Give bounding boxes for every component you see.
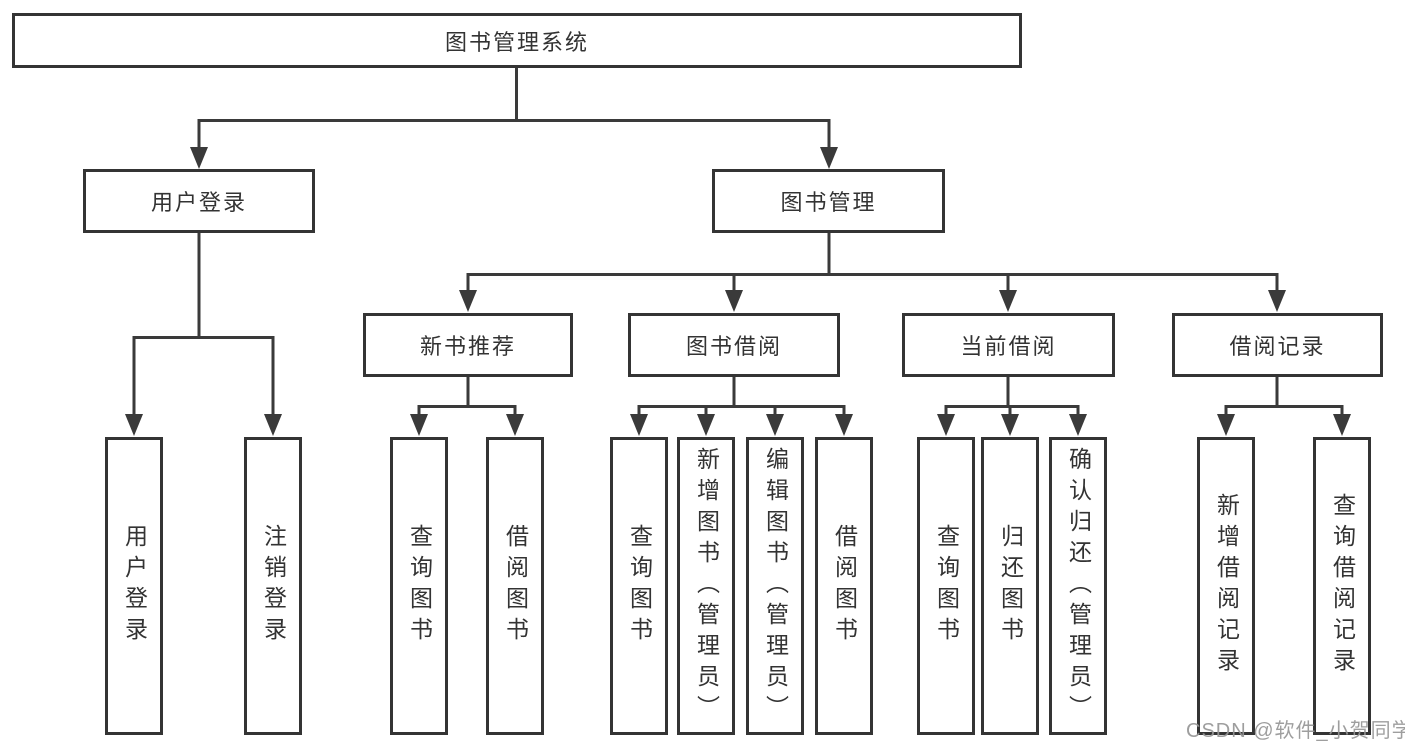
node-label: 查询借阅记录	[1329, 493, 1356, 679]
leaf-user-login: 用户登录	[105, 437, 163, 735]
node-label: 新增图书（管理员）	[693, 446, 720, 726]
node-new-book-recommendation: 新书推荐	[363, 313, 573, 377]
leaf-edit-books-admin: 编辑图书（管理员）	[746, 437, 804, 735]
node-label: 查询图书	[933, 524, 960, 648]
leaf-query-books: 查询图书	[917, 437, 975, 735]
node-label: 借阅图书	[502, 524, 529, 648]
leaf-borrow-books: 借阅图书	[486, 437, 544, 735]
node-label: 注销登录	[260, 524, 287, 648]
node-label: 查询图书	[626, 524, 653, 648]
watermark: CSDN @软件_小贺同学	[1186, 720, 1405, 742]
arrowhead-down-icons	[125, 147, 1351, 436]
node-label: 图书借阅	[685, 334, 782, 359]
leaf-add-borrow-record: 新增借阅记录	[1197, 437, 1255, 735]
node-label: 图书管理系统	[444, 29, 589, 55]
connector-line-paths	[132, 68, 1344, 418]
leaf-borrow-books: 借阅图书	[815, 437, 873, 735]
node-label: 借阅记录	[1229, 334, 1326, 359]
leaf-query-books: 查询图书	[390, 437, 448, 735]
node-book-management: 图书管理	[712, 169, 945, 233]
leaf-return-books: 归还图书	[981, 437, 1039, 735]
leaf-query-books: 查询图书	[610, 437, 668, 735]
leaf-query-borrow-record: 查询借阅记录	[1313, 437, 1371, 735]
node-library-management-system: 图书管理系统	[12, 13, 1022, 68]
node-label: 编辑图书（管理员）	[762, 446, 789, 726]
node-label: 当前借阅	[960, 334, 1057, 359]
leaf-add-books-admin: 新增图书（管理员）	[677, 437, 735, 735]
node-label: 用户登录	[121, 524, 148, 648]
node-label: 借阅图书	[831, 524, 858, 648]
node-label: 归还图书	[997, 524, 1024, 648]
node-label: 图书管理	[780, 190, 877, 215]
node-user-login: 用户登录	[83, 169, 315, 233]
leaf-confirm-return-admin: 确认归还（管理员）	[1049, 437, 1107, 735]
node-label: 查询图书	[406, 524, 433, 648]
node-borrowing-records: 借阅记录	[1172, 313, 1383, 377]
node-label: 确认归还（管理员）	[1065, 446, 1092, 726]
node-label: 新书推荐	[419, 334, 516, 359]
node-book-borrowing: 图书借阅	[628, 313, 840, 377]
node-current-borrowing: 当前借阅	[902, 313, 1115, 377]
leaf-logout: 注销登录	[244, 437, 302, 735]
node-label: 用户登录	[150, 190, 247, 215]
node-label: 新增借阅记录	[1213, 493, 1240, 679]
